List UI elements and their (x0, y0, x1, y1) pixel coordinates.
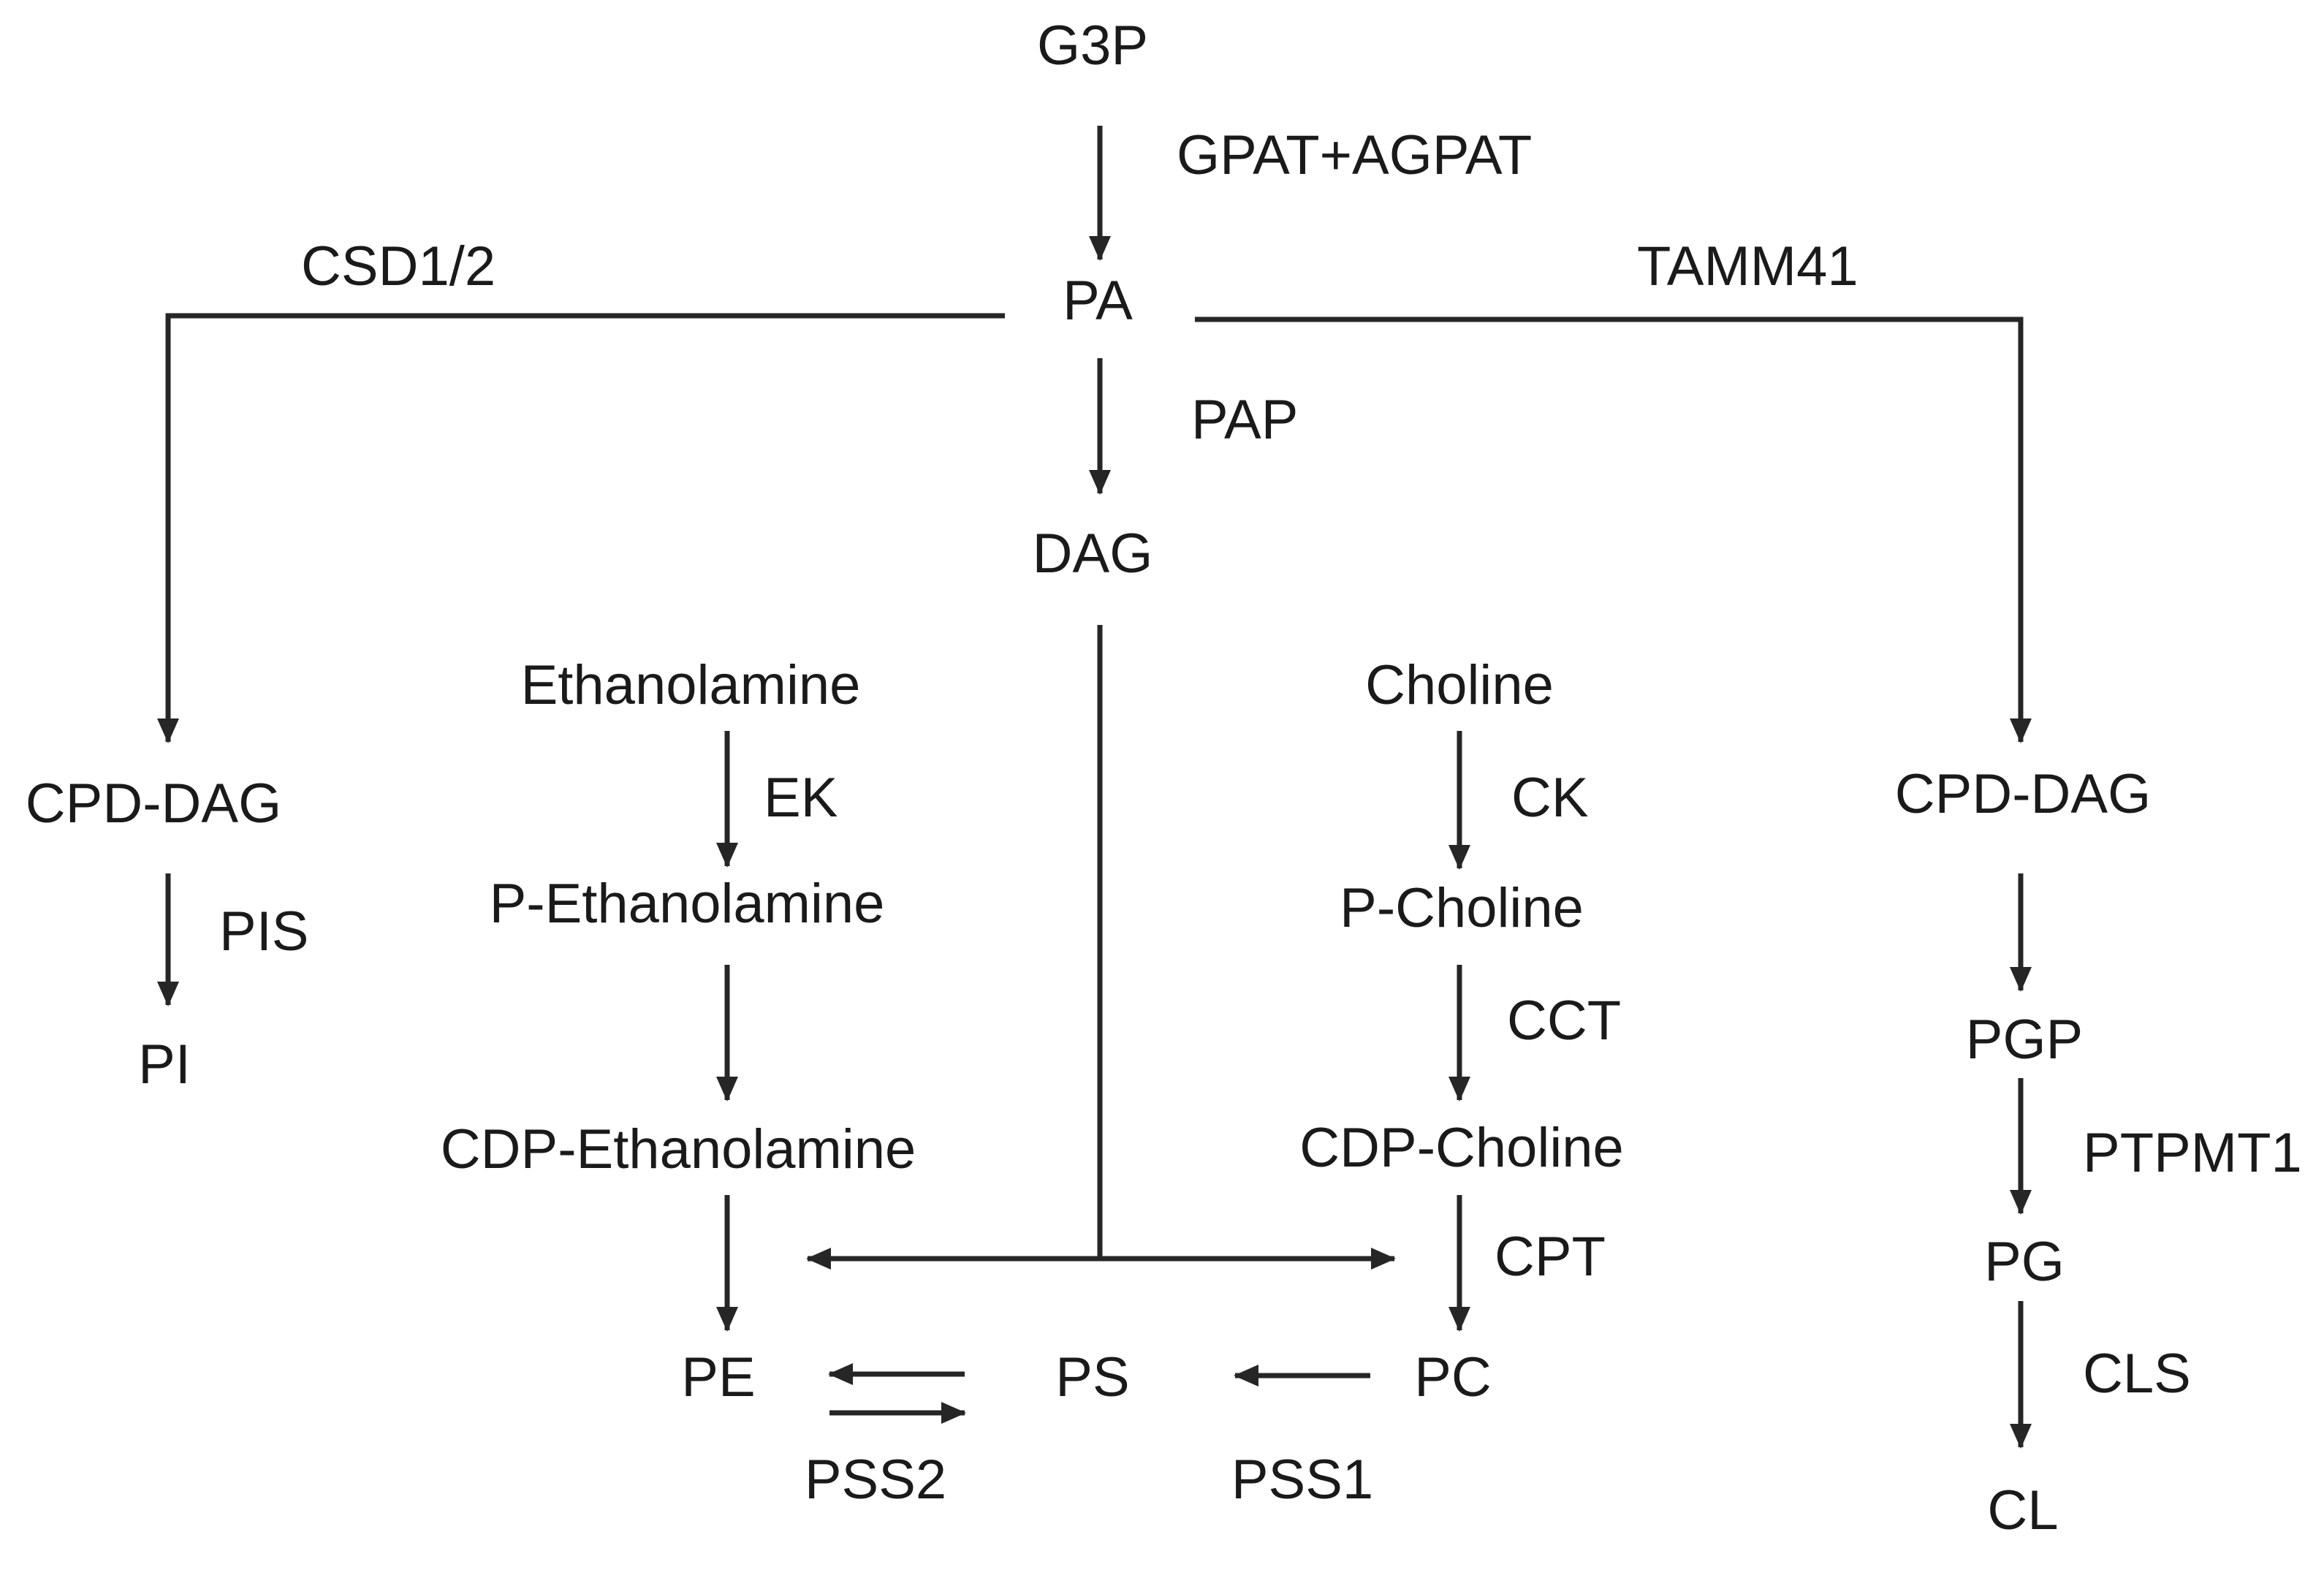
enzyme-cpt: CPT (1495, 1226, 1606, 1288)
node-pi: PI (138, 1034, 191, 1096)
node-cdp-choline: CDP-Choline (1299, 1117, 1624, 1179)
node-cpd-dag-right: CPD-DAG (1895, 763, 2151, 825)
arrow-pa-to-cpd-dag-left (157, 313, 1005, 743)
enzyme-gpat-agpat: GPAT+AGPAT (1177, 124, 1532, 186)
node-ps: PS (1055, 1346, 1129, 1408)
enzyme-pis: PIS (219, 900, 309, 963)
node-dag: DAG (1033, 523, 1153, 585)
node-choline: Choline (1365, 654, 1554, 716)
node-g3p: G3P (1037, 15, 1148, 77)
enzyme-ck: CK (1511, 767, 1589, 829)
node-p-choline: P-Choline (1340, 877, 1584, 939)
node-cdp-ethanolamine: CDP-Ethanolamine (441, 1118, 916, 1180)
enzyme-tamm41: TAMM41 (1637, 235, 1858, 297)
arrow-pa-to-cpd-dag-right (1195, 316, 2032, 743)
enzyme-cls: CLS (2083, 1343, 2191, 1405)
node-pe: PE (681, 1346, 755, 1408)
enzyme-ptpmt1: PTPMT1 (2083, 1122, 2302, 1184)
enzyme-pss1: PSS1 (1231, 1449, 1373, 1511)
enzyme-pap: PAP (1191, 389, 1298, 451)
node-pg: PG (1984, 1231, 2065, 1293)
enzyme-pss2: PSS2 (805, 1449, 946, 1511)
node-p-ethanolamine: P-Ethanolamine (490, 873, 885, 935)
node-pc: PC (1414, 1346, 1492, 1408)
enzyme-ek: EK (764, 767, 838, 829)
node-ethanolamine: Ethanolamine (521, 654, 861, 716)
node-pa: PA (1063, 270, 1133, 332)
enzyme-cct: CCT (1507, 990, 1621, 1052)
node-cpd-dag-left: CPD-DAG (26, 773, 281, 835)
enzyme-csd: CSD1/2 (301, 235, 495, 297)
node-pgp: PGP (1966, 1009, 2084, 1071)
node-cl: CL (1987, 1479, 2058, 1541)
